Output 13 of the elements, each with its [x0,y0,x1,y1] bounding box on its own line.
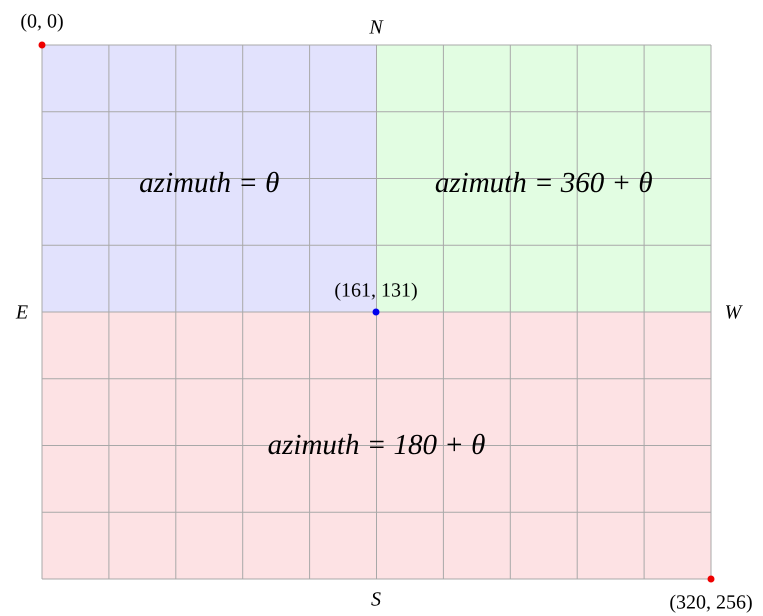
shaded-region [42,45,376,312]
formula-label: azimuth = θ [139,167,280,200]
direction-label: S [371,588,381,612]
coordinate-label: (161, 131) [334,280,418,302]
shaded-region [42,312,711,579]
shaded-region [376,45,711,312]
direction-label: E [16,302,28,324]
formula-label: azimuth = 360 + θ [434,167,653,200]
formula-label: azimuth = 180 + θ [268,429,486,462]
coordinate-label: (0, 0) [20,10,64,34]
direction-label: N [369,16,383,40]
coordinate-label: (320, 256) [669,592,753,614]
direction-label: W [724,302,742,324]
